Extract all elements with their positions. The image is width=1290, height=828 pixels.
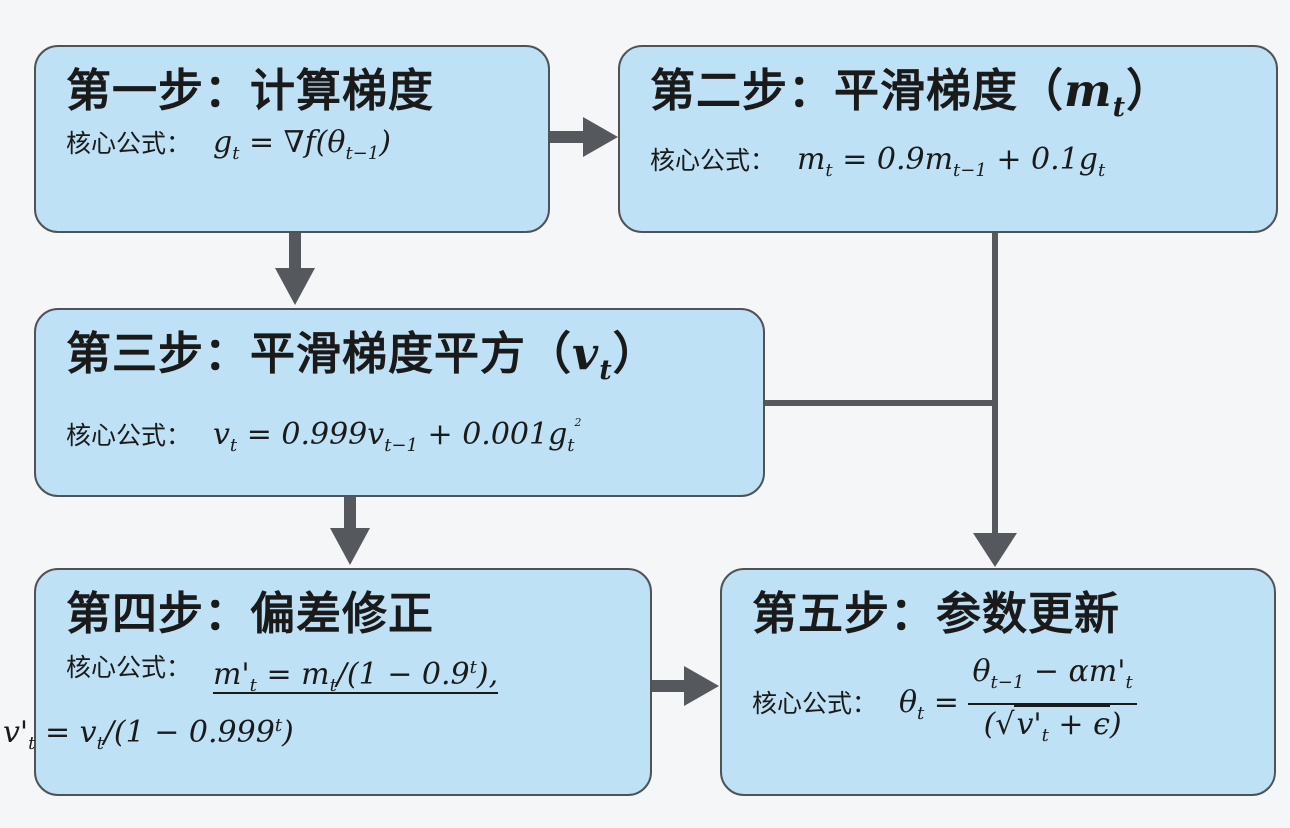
step1-box: 第一步：计算梯度 核心公式： gt = ∇f(θt−1) — [34, 45, 550, 233]
step3-formula: 核心公式： vt = 0.999vt−1 + 0.001gt2 — [66, 405, 737, 464]
step3-formula-math: vt = 0.999vt−1 + 0.001gt2 — [212, 416, 582, 456]
step3-title-var: vt — [572, 327, 613, 387]
step2-formula: 核心公式： mt = 0.9mt−1 + 0.1gt — [650, 142, 1250, 189]
step5-formula-label: 核心公式： — [752, 689, 878, 718]
step4-formula: 核心公式： m't = mt/(1 − 0.9t),v't = vt/(1 − … — [2, 648, 624, 764]
step2-title-var: mt — [1064, 64, 1127, 124]
arrow-step2-to-step5 — [973, 233, 1017, 567]
step3-title-text: 第三步：平滑梯度平方 — [66, 327, 527, 380]
arrow-step3-to-step4 — [330, 497, 370, 565]
step1-title: 第一步：计算梯度 — [66, 65, 522, 117]
step2-title-text: 第二步：平滑梯度 — [650, 64, 1019, 117]
step2-formula-math: mt = 0.9mt−1 + 0.1gt — [796, 142, 1106, 181]
step4-formula-math: m't = mt/(1 − 0.9t),v't = vt/(1 − 0.999t… — [2, 657, 499, 754]
step5-formula: 核心公式： θt = θt−1 − αm't(√v't + ϵ) — [752, 654, 1248, 754]
step3-box: 第三步：平滑梯度平方（vt） 核心公式： vt = 0.999vt−1 + 0.… — [34, 308, 765, 497]
step2-box: 第二步：平滑梯度（mt） 核心公式： mt = 0.9mt−1 + 0.1gt — [618, 45, 1278, 233]
step4-formula-label: 核心公式： — [66, 653, 192, 682]
step2-formula-label: 核心公式： — [650, 146, 776, 175]
arrow-step1-to-step2 — [550, 117, 618, 157]
step4-box: 第四步：偏差修正 核心公式： m't = mt/(1 − 0.9t),v't =… — [2, 568, 652, 796]
arrow-step1-to-step3 — [275, 233, 315, 305]
arrow-step4-to-step5 — [652, 666, 719, 706]
step1-formula: 核心公式： gt = ∇f(θt−1) — [66, 125, 522, 172]
step1-formula-math: gt = ∇f(θt−1) — [212, 125, 391, 164]
step2-title: 第二步：平滑梯度（mt） — [650, 64, 1173, 124]
step3-formula-label: 核心公式： — [66, 421, 192, 450]
step4-title: 第四步：偏差修正 — [66, 588, 624, 640]
step3-title: 第三步：平滑梯度平方（vt） — [66, 327, 659, 387]
step1-title-text: 第一步：计算梯度 — [66, 64, 435, 117]
step5-formula-math: θt = θt−1 − αm't(√v't + ϵ) — [899, 654, 1137, 746]
step1-formula-label: 核心公式： — [66, 129, 192, 158]
step5-title: 第五步：参数更新 — [752, 588, 1248, 640]
step4-title-text: 第四步：偏差修正 — [66, 587, 435, 640]
step5-title-text: 第五步：参数更新 — [752, 587, 1121, 640]
step5-box: 第五步：参数更新 核心公式： θt = θt−1 − αm't(√v't + ϵ… — [720, 568, 1276, 796]
